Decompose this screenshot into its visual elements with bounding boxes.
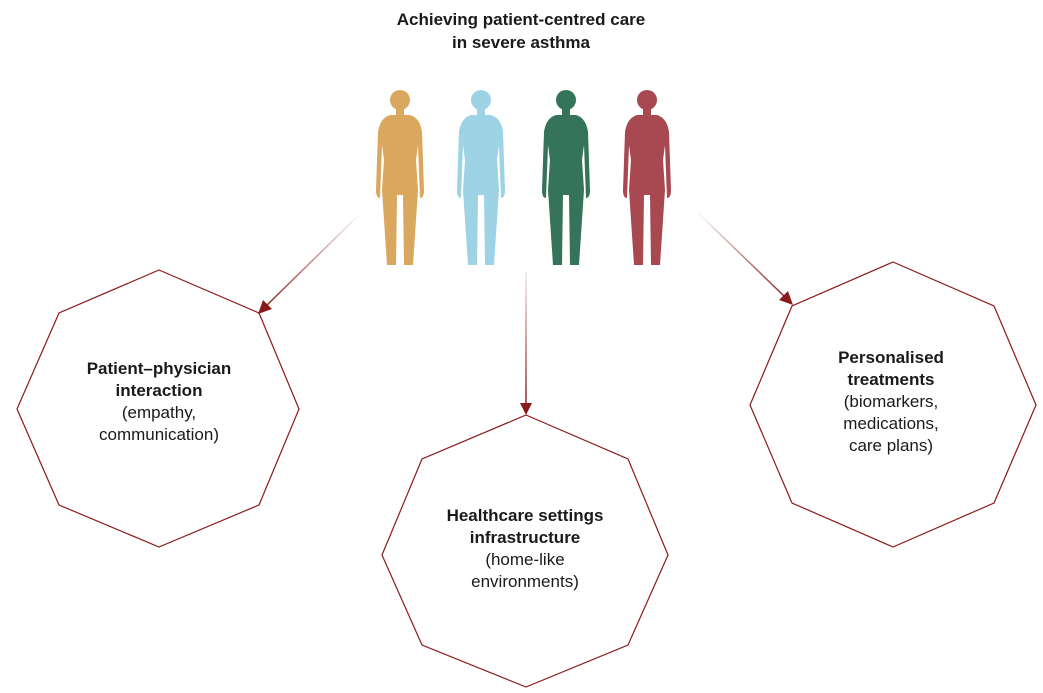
middle-node-detail-2: environments): [471, 572, 579, 591]
right-node-detail-1: (biomarkers,: [843, 392, 939, 411]
diagram-title: Achieving patient-centred care in severe…: [321, 8, 721, 54]
arrow-to-left-node: [258, 211, 363, 314]
person-figure-2: [457, 90, 505, 265]
arrow-to-middle-node: [520, 272, 532, 415]
arrow-to-right-node: [694, 209, 793, 305]
left-node-text: Patient–physician interaction (empathy, …: [48, 358, 270, 446]
left-node-detail-1: (empathy,: [121, 403, 197, 422]
octagon-right-node: [749, 261, 1037, 548]
octagon-left-node: [16, 269, 300, 548]
right-node-text: Personalised treatments (biomarkers, med…: [780, 347, 1002, 457]
middle-node-detail-1: (home-like: [485, 550, 565, 569]
person-figure-1: [376, 90, 424, 265]
left-node-detail-2: communication): [99, 425, 219, 444]
title-line-1: Achieving patient-centred care: [396, 10, 646, 29]
middle-node-heading-2: infrastructure: [469, 528, 581, 547]
octagon-middle-node: [381, 414, 669, 688]
middle-node-heading-1: Healthcare settings: [446, 506, 604, 525]
middle-node-text: Healthcare settings infrastructure (home…: [415, 505, 635, 593]
right-node-detail-2: medications,: [843, 414, 939, 433]
person-figure-4: [623, 90, 671, 265]
person-figure-3: [542, 90, 590, 265]
left-node-heading-1: Patient–physician: [86, 359, 232, 378]
left-node-heading-2: interaction: [115, 381, 203, 400]
title-line-2: in severe asthma: [452, 33, 590, 52]
right-node-heading-1: Personalised: [838, 348, 944, 367]
right-node-heading-2: treatments: [847, 370, 935, 389]
right-node-detail-3: care plans): [848, 436, 934, 455]
